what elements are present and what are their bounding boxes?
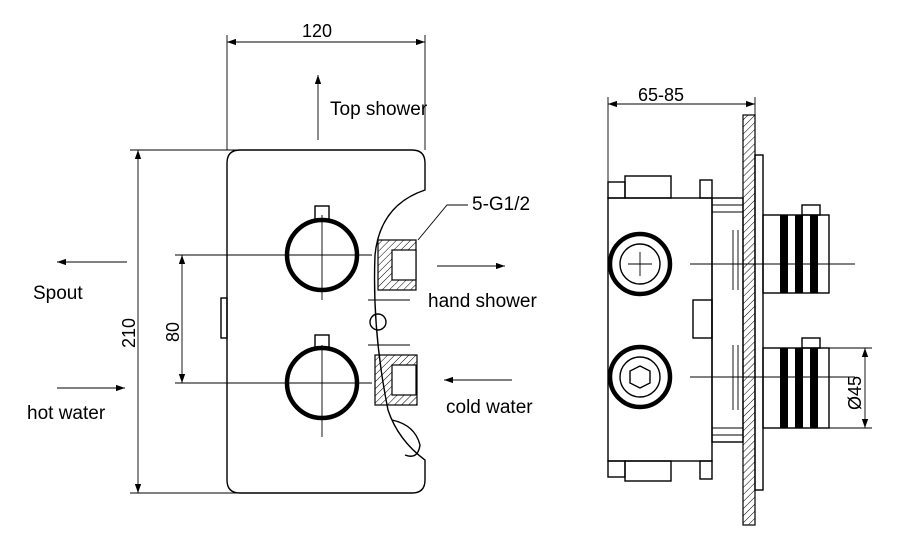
cover-plate xyxy=(226,149,426,494)
dim-80 xyxy=(175,254,285,384)
dim-diameter-label: Ø45 xyxy=(845,375,865,410)
upper-handle[interactable] xyxy=(272,205,372,300)
collar-ribs-upper xyxy=(732,230,744,290)
inlet-port-lower xyxy=(607,344,673,410)
dim-210 xyxy=(130,149,240,494)
flange xyxy=(754,154,764,491)
dim-120 xyxy=(226,35,426,150)
dim-diameter xyxy=(829,347,872,429)
spindle-lower xyxy=(762,337,830,429)
spout-label: Spout xyxy=(33,283,83,304)
hand-shower-label: hand shower xyxy=(428,291,537,312)
thread-label: 5-G1/2 xyxy=(472,194,531,215)
dim-65-85 xyxy=(607,97,756,198)
plate-tab xyxy=(220,297,228,339)
dim-spacing-label: 80 xyxy=(163,321,183,342)
front-view xyxy=(57,35,512,494)
lower-handle[interactable] xyxy=(272,334,372,437)
top-shower-label: Top shower xyxy=(330,99,428,120)
dim-width-label: 120 xyxy=(302,21,333,41)
thread-leader xyxy=(417,204,468,241)
side-view xyxy=(607,97,872,526)
dim-height-label: 210 xyxy=(119,317,139,348)
dim-depth-label: 65-85 xyxy=(638,85,685,105)
hot-water-label: hot water xyxy=(27,403,106,424)
collar-ribs-lower xyxy=(732,345,744,410)
cold-water-label: cold water xyxy=(446,397,533,418)
inlet-port-upper xyxy=(607,231,673,297)
spindle-upper xyxy=(762,204,830,294)
thread-connectors xyxy=(368,239,421,457)
wall-section xyxy=(742,114,756,526)
